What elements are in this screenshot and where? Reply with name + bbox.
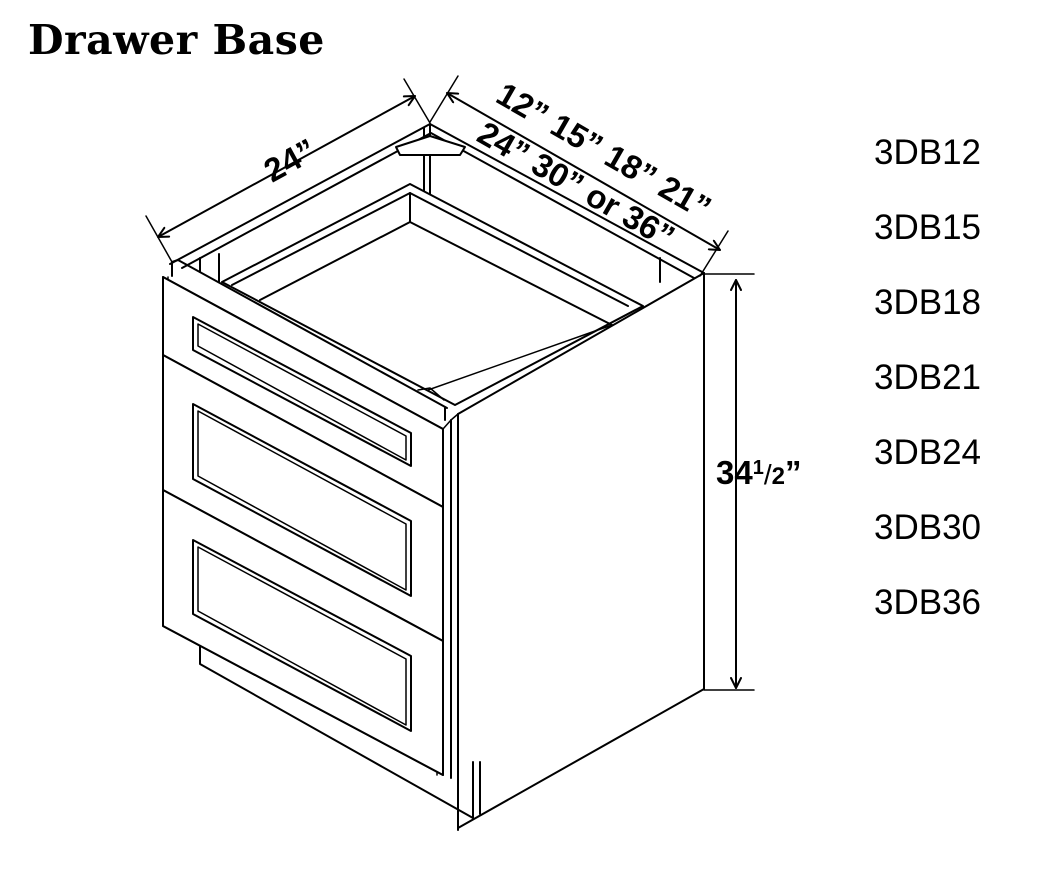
page-title: Drawer Base [28, 16, 325, 64]
drawer-box-interior [221, 183, 644, 406]
model-3db24: 3DB24 [874, 433, 982, 472]
model-3db21: 3DB21 [874, 358, 982, 397]
model-3db18: 3DB18 [874, 283, 982, 322]
cabinet-box [169, 123, 705, 831]
depth-label: 24” [258, 131, 322, 189]
height-whole: 34 [716, 454, 753, 491]
height-unit: ” [785, 454, 802, 491]
height-fraction-den: 2 [772, 463, 785, 490]
model-3db36: 3DB36 [874, 583, 982, 622]
model-3db15: 3DB15 [874, 208, 982, 247]
height-label: 341/2” [716, 454, 801, 491]
height-fraction-slash: / [764, 459, 772, 490]
width-dimension-line [429, 75, 729, 277]
model-list: 3DB12 3DB15 3DB18 3DB21 3DB24 3DB30 3DB3… [874, 130, 981, 655]
height-dimension-line [703, 273, 755, 691]
depth-dimension-line [145, 78, 431, 263]
model-3db12: 3DB12 [874, 133, 982, 172]
height-fraction-num: 1 [753, 457, 764, 479]
drawer-front-3 [162, 489, 444, 776]
model-3db30: 3DB30 [874, 508, 982, 547]
